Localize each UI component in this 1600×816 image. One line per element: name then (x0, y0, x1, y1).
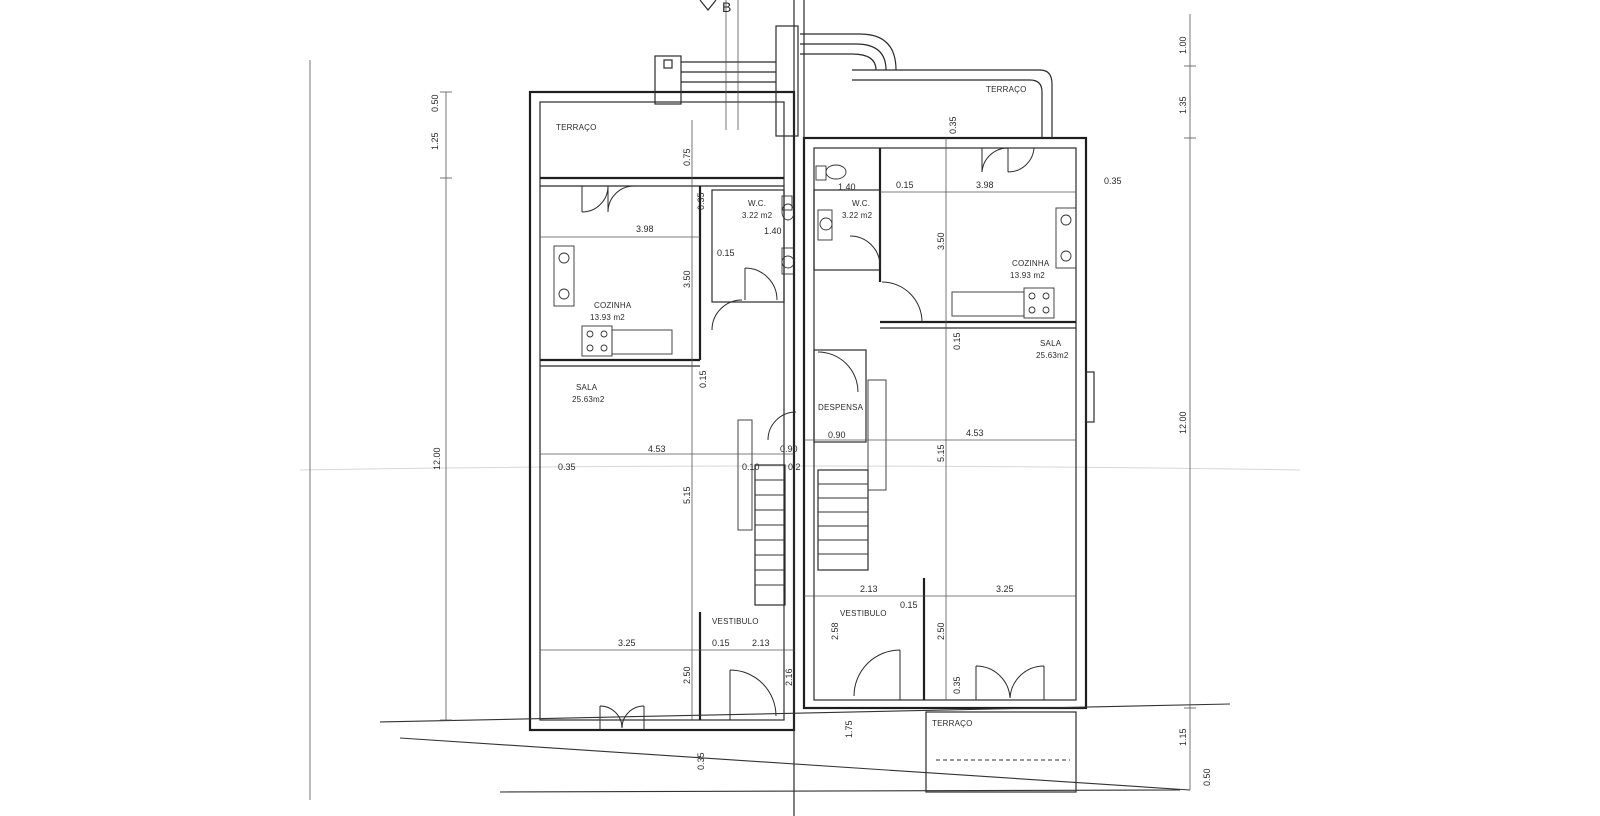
left-unit-inner-wall (539, 101, 785, 721)
dim-1-35-right: 1.35 (1178, 96, 1188, 114)
right-unit-outer-wall (802, 136, 1088, 710)
room-area-sala-left: 25.63m2 (572, 395, 605, 404)
left-entrance-door (729, 669, 777, 720)
left-chimney (654, 55, 682, 105)
dim-0-15-c: 0.15 (712, 638, 730, 648)
room-label-vestibulo-right: VESTIBULO (840, 609, 887, 618)
dim-5-15-left: 5.15 (682, 486, 692, 504)
north-arrow (699, 0, 717, 11)
dim-0-50-left: 0.50 (430, 94, 440, 112)
room-label-vestibulo-left: VESTIBULO (712, 617, 759, 626)
dim-3-50-right: 3.50 (936, 232, 946, 250)
dim-0-35-bottom: 0.35 (952, 676, 962, 694)
dim-0-10: 0.10 (742, 462, 760, 472)
left-sala-door (711, 299, 743, 331)
right-kitchen-door (981, 147, 1035, 173)
dim-4-53-right: 4.53 (966, 428, 984, 438)
room-label-terraco-bottom-right: TERRAÇO (932, 719, 973, 728)
dim-2-58: 2.58 (830, 622, 840, 640)
dim-0-35-a: 0.35 (1104, 176, 1122, 186)
dim-0-35-c: 0.35 (696, 192, 706, 210)
right-entrance-door (853, 649, 901, 700)
room-area-wc-left: 3.22 m2 (742, 211, 773, 220)
dim-12-00-right: 12.00 (1178, 411, 1188, 434)
dim-4-53-left: 4.53 (648, 444, 666, 454)
dim-3-25-right: 3.25 (996, 584, 1014, 594)
dim-2-13-left: 2.13 (752, 638, 770, 648)
room-label-cozinha-left: COZINHA (594, 301, 632, 310)
dim-1-40-right: 1.40 (838, 182, 856, 192)
room-area-wc-right: 3.22 m2 (842, 211, 873, 220)
right-despensa-walls (813, 349, 867, 443)
right-wc-walls (813, 189, 881, 271)
left-wc-door (744, 267, 778, 301)
left-staircase (737, 419, 786, 606)
right-despensa-door (817, 351, 859, 393)
dim-1-25-left: 1.25 (430, 132, 440, 150)
dim-1-75: 1.75 (844, 720, 854, 738)
dim-2-50-right: 2.50 (936, 622, 946, 640)
dim-0-15-d: 0.15 (900, 600, 918, 610)
left-unit-outer-wall (528, 90, 796, 732)
right-bottom-terrace (925, 711, 1077, 793)
dim-1-00-right: 1.00 (1178, 36, 1188, 54)
dim-0-90-left: 0.90 (780, 444, 798, 454)
dim-0-35-b: 0.35 (558, 462, 576, 472)
dim-0-50-right: 0.50 (1202, 768, 1212, 786)
room-label-wc-right: W.C. (852, 199, 870, 208)
dim-3-98-right: 3.98 (976, 180, 994, 190)
dim-0-90-right: 0.90 (828, 430, 846, 440)
right-side-window (1085, 371, 1095, 423)
room-label-terraco-top-right: TERRAÇO (986, 85, 1027, 94)
right-staircase (817, 379, 887, 571)
room-label-wc-left: W.C. (748, 199, 766, 208)
dim-0-15-e: 0.15 (698, 370, 708, 388)
dimension-lines (440, 14, 1196, 790)
dim-1-15-right: 1.15 (1178, 728, 1188, 746)
room-label-despensa: DESPENSA (818, 403, 864, 412)
dim-5-15-right: 5.15 (936, 444, 946, 462)
room-label-sala-right: SALA (1040, 339, 1062, 348)
north-mark: B (722, 0, 731, 15)
dim-2-16: 2.16 (784, 668, 794, 686)
dim-1-40-left: 1.40 (764, 226, 782, 236)
room-area-sala-right: 25.63m2 (1036, 351, 1069, 360)
left-front-window-door (599, 705, 645, 730)
dim-3-98-left: 3.98 (636, 224, 654, 234)
left-kitchen-fixtures (553, 245, 673, 357)
room-label-terraco-top-left: TERRAÇO (556, 123, 597, 132)
dim-2-50-left: 2.50 (682, 666, 692, 684)
dim-0-15-b: 0.15 (717, 248, 735, 258)
dim-3-25-left: 3.25 (618, 638, 636, 648)
right-hall-door (881, 281, 923, 323)
room-area-cozinha-left: 13.93 m2 (590, 313, 625, 322)
dim-0-2: 0.2 (788, 462, 801, 472)
dim-0-15-f: 0.15 (952, 332, 962, 350)
dim-0-35-e: 0.35 (948, 116, 958, 134)
right-unit (775, 25, 1095, 793)
dim-0-15-a: 0.15 (896, 180, 914, 190)
right-wc-door (849, 235, 881, 267)
right-kitchen-fixtures (951, 207, 1077, 319)
dim-12-00-left: 12.00 (432, 447, 442, 470)
ground-lines (309, 60, 1231, 800)
right-front-window-door (975, 665, 1045, 700)
dim-3-50-left: 3.50 (682, 270, 692, 288)
left-unit (528, 55, 797, 732)
room-label-sala-left: SALA (576, 383, 598, 392)
right-chimney (775, 25, 799, 137)
right-wc-fixtures (815, 164, 847, 241)
dim-2-13-right: 2.13 (860, 584, 878, 594)
dim-0-75: 0.75 (682, 148, 692, 166)
left-kitchen-door (581, 185, 635, 213)
right-top-terrace-outline (852, 69, 1053, 138)
room-label-cozinha-right: COZINHA (1012, 259, 1050, 268)
dim-0-35-d: 0.35 (696, 752, 706, 770)
left-wc-walls (711, 189, 785, 303)
room-area-cozinha-right: 13.93 m2 (1010, 271, 1045, 280)
left-stair-door (767, 411, 797, 441)
